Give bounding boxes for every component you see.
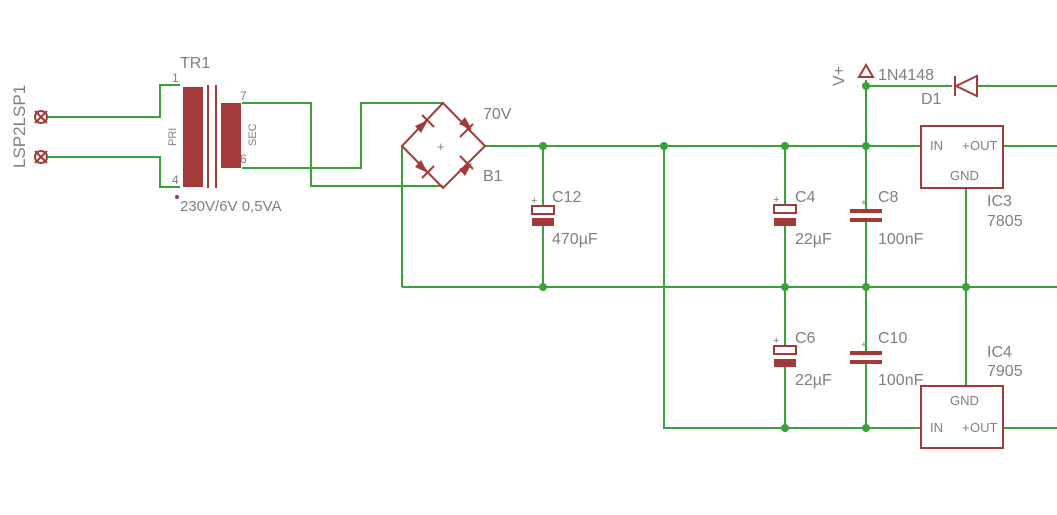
capacitor-plate-icon	[850, 351, 882, 355]
regulator-body-icon	[920, 385, 1004, 449]
diode-icon	[415, 160, 435, 179]
d1-value: 1N4148	[878, 67, 934, 84]
capacitor-plus: +	[531, 195, 537, 207]
regulator-ic4: GND IN + OUT IC4 7905	[920, 344, 1023, 449]
capacitor-plate-icon	[773, 204, 797, 214]
capacitor-plate-icon	[774, 359, 796, 367]
capacitor-plate-icon	[850, 360, 882, 364]
capacitor-plus: +	[861, 340, 867, 351]
ic3-pin-in: IN	[930, 138, 943, 153]
diode-triangle-icon	[953, 74, 978, 98]
c6-ref: C6	[795, 330, 816, 347]
c4-ref: C4	[795, 189, 816, 206]
wire-sec-bot	[242, 102, 443, 169]
connector-lsp: LSP2LSP1	[10, 85, 48, 168]
junction	[962, 283, 970, 291]
supply-vplus: V+	[831, 63, 875, 86]
d1-ref: D1	[921, 91, 942, 108]
c6-value: 22µF	[795, 372, 832, 389]
capacitor-plus: +	[773, 335, 779, 347]
wire-neg-rail	[663, 146, 921, 429]
ic3-pin-gnd: GND	[950, 168, 979, 183]
junction	[539, 142, 547, 150]
connector-pin-icon	[34, 110, 48, 124]
transformer-pri-label: PRI	[167, 128, 179, 146]
diode-d1: 1N4148 D1	[878, 67, 978, 108]
junction	[781, 283, 789, 291]
bridge-value: 70V	[483, 106, 512, 123]
junction	[862, 424, 870, 432]
wire-in-bot	[48, 156, 180, 188]
wires	[48, 80, 1057, 429]
transformer-value: 230V/6V 0,5VA	[180, 198, 281, 215]
junction	[862, 142, 870, 150]
junction	[660, 142, 668, 150]
junctions	[539, 82, 970, 432]
bridge-rectifier-b1: + 70V B1	[400, 101, 512, 190]
connector-ref: LSP2LSP1	[10, 85, 29, 168]
ic4-ref: IC4	[987, 344, 1012, 361]
ic3-pin-out: OUT	[970, 138, 998, 153]
transformer-pin-6: 6	[240, 152, 247, 166]
c12-value: 470µF	[552, 231, 598, 248]
junction	[862, 82, 870, 90]
ic4-pin-plus: +	[962, 420, 970, 435]
capacitor-plus: +	[773, 194, 779, 206]
transformer-ref: TR1	[180, 55, 210, 72]
c8-value: 100nF	[878, 231, 924, 248]
transformer-sec-label: SEC	[247, 123, 259, 146]
ic3-ref: IC3	[987, 193, 1012, 210]
capacitor-c12: + C12 470µF	[531, 189, 598, 248]
capacitor-plate-icon	[773, 345, 797, 355]
c8-ref: C8	[878, 189, 899, 206]
transformer-tr1: TR1 1 4 7 6 PRI SEC 230V/6V 0,5VA	[167, 55, 281, 215]
bridge-ref: B1	[483, 168, 503, 185]
capacitor-c6: + C6 22µF	[773, 330, 832, 389]
c10-value: 100nF	[878, 372, 924, 389]
diode-icon	[459, 155, 474, 176]
supply-label: V+	[831, 66, 848, 86]
capacitor-c10: + C10 100nF	[850, 330, 924, 389]
transformer-pin-7: 7	[240, 89, 247, 103]
wire-in-top	[48, 84, 180, 118]
bridge-plus: +	[437, 139, 445, 154]
transformer-secondary-icon	[221, 103, 241, 168]
junction	[539, 283, 547, 291]
ic3-pin-plus: +	[962, 138, 970, 153]
c12-ref: C12	[552, 189, 581, 206]
capacitor-plate-icon	[850, 218, 882, 222]
capacitor-plate-icon	[850, 209, 882, 213]
regulator-ic3: IN + OUT GND IC3 7805	[920, 125, 1023, 230]
junction	[862, 283, 870, 291]
c4-value: 22µF	[795, 231, 832, 248]
transformer-primary-icon	[183, 87, 203, 187]
connector-pin-icon	[34, 150, 48, 164]
transformer-pin-4: 4	[172, 173, 179, 187]
bridge-outline-icon	[400, 101, 487, 190]
wire-sec-top	[242, 102, 443, 187]
junction	[781, 424, 789, 432]
capacitor-c8: + C8 100nF	[850, 189, 924, 248]
capacitor-plate-icon	[531, 205, 555, 215]
transformer-pin-1: 1	[172, 71, 179, 85]
diode-icon	[459, 117, 474, 138]
ic4-pin-gnd: GND	[950, 393, 979, 408]
regulator-body-icon	[920, 125, 1004, 189]
c10-ref: C10	[878, 330, 907, 347]
junction	[781, 142, 789, 150]
ic3-value: 7805	[987, 213, 1023, 230]
ic4-pin-in: IN	[930, 420, 943, 435]
diode-icon	[415, 114, 435, 133]
capacitor-plate-icon	[532, 218, 554, 226]
ic4-pin-out: OUT	[970, 420, 998, 435]
ic4-value: 7905	[987, 363, 1023, 380]
capacitor-c4: + C4 22µF	[773, 189, 832, 248]
capacitor-plate-icon	[774, 218, 796, 226]
transformer-dot-icon	[175, 195, 179, 199]
supply-arrow-icon	[857, 63, 875, 78]
capacitor-plus: +	[861, 198, 867, 209]
